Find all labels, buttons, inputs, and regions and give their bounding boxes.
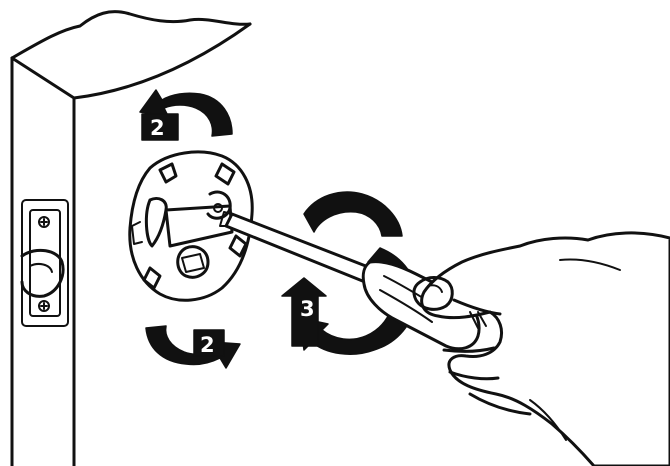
step-label-rotate: 3 [300, 297, 315, 321]
step-label-lower: 2 [200, 333, 215, 357]
curved-arrow-icon: 2 [146, 326, 240, 368]
latch-plate-illustration [22, 200, 68, 326]
curved-arrow-icon: 2 [140, 90, 232, 140]
hand-illustration [414, 233, 670, 466]
step-label-upper: 2 [150, 116, 165, 140]
